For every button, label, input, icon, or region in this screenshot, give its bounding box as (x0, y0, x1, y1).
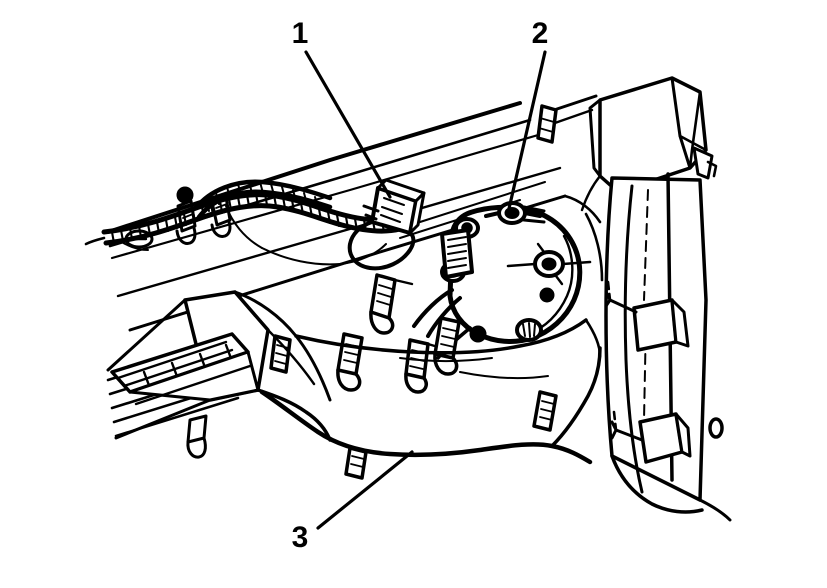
harness-clip-b (210, 195, 232, 238)
actuator-output-shaft (506, 242, 592, 286)
actuator-mounting-tab-bottom (515, 318, 543, 342)
callout-1-leader (304, 50, 392, 199)
actuator-mount-node-bottom-left (469, 325, 487, 343)
actuator-electrical-port (440, 228, 474, 279)
hvac-mode-actuator (412, 201, 592, 360)
diagram-linework (84, 76, 732, 522)
callout-group: 1 2 3 (292, 17, 549, 554)
retainer-clip-1 (369, 273, 414, 335)
harness-grommet (124, 229, 154, 249)
callout-1-label: 1 (292, 17, 309, 50)
callout-3: 3 (292, 450, 414, 554)
actuator-mounting-stud-top (484, 201, 546, 225)
callout-1: 1 (292, 17, 392, 199)
harness-branch-ribs (205, 181, 319, 212)
vent-mounting-tab (186, 414, 208, 459)
misc-contours (563, 174, 604, 282)
retainer-clip-8 (344, 446, 368, 480)
electrical-connector (347, 178, 426, 271)
instrument-panel-louver-vent (106, 290, 270, 459)
callout-3-leader (316, 450, 414, 530)
callout-3-label: 3 (292, 521, 309, 554)
callout-2-label: 2 (532, 17, 549, 50)
callout-2-leader (506, 50, 547, 215)
actuator-locating-pin (539, 287, 555, 303)
panel-locating-hole (708, 417, 724, 439)
wiring-harness (84, 178, 426, 271)
panel-upper-clip (536, 104, 558, 144)
retainer-clip-5 (433, 316, 461, 376)
panel-bracket-lower (610, 410, 692, 464)
retainer-clip-7 (532, 390, 558, 432)
harness-node (176, 186, 194, 204)
right-panel-carrier (536, 76, 732, 522)
panel-bracket-upper (604, 280, 690, 352)
callout-2: 2 (506, 17, 549, 215)
instrument-panel-duct (233, 290, 602, 465)
retainer-clip-group (199, 273, 558, 480)
